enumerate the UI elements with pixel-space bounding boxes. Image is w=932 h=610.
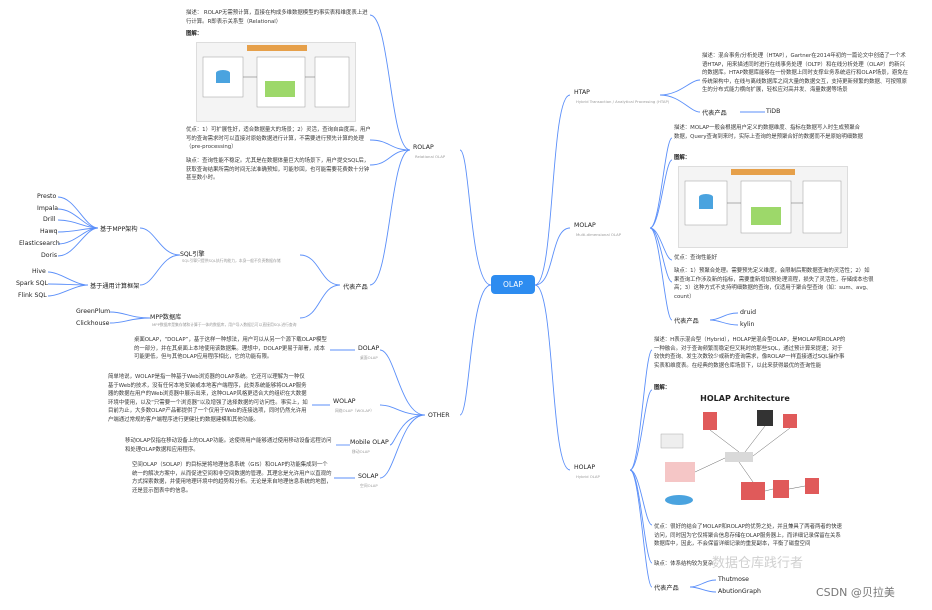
- product-druid[interactable]: druid: [740, 309, 757, 316]
- product-abutiongraph[interactable]: AbutionGraph: [718, 588, 761, 595]
- molap-diagram-icon: [684, 169, 842, 234]
- rolap-cons: 缺点：查询性能不稳定。尤其是在数据体量巨大的场景下，用户提交SQL后，获取查询结…: [186, 158, 370, 182]
- other-mobile-olap-title[interactable]: Mobile OLAP: [350, 439, 389, 446]
- mpp-database-node[interactable]: MPP数据库: [150, 314, 182, 321]
- product-spark-sql[interactable]: Spark SQL: [16, 280, 48, 287]
- root-node-olap[interactable]: OLAP: [491, 275, 535, 294]
- molap-description: 描述：MOLAP一般会根据用户定义的数据维度、指标在数据写入时生成预聚合数据，Q…: [674, 125, 863, 140]
- molap-representative-products[interactable]: 代表产品: [674, 318, 699, 325]
- rolap-description: 描述： ROLAP无需预计算，直接在构成多维数据模型的事实表和维度表上进行计算。…: [186, 10, 368, 25]
- molap-figure-label: 图解：: [674, 155, 691, 161]
- product-thutmose[interactable]: Thutmose: [718, 576, 749, 583]
- branch-htap-title[interactable]: HTAP: [574, 89, 590, 96]
- other-solap-title[interactable]: SOLAP: [358, 473, 379, 480]
- product-drill[interactable]: Drill: [43, 216, 56, 223]
- other-solap-subtitle: 空间OLAP: [360, 483, 378, 488]
- molap-pros: 优点：查询性能好: [674, 255, 718, 261]
- mpp-database-note: MPP数据库是集存储和计算于一体的数据库，用户导入数据后可以直接用SQL进行查询: [152, 322, 297, 327]
- rolap-figure-label: 图解：: [186, 31, 203, 37]
- mpp-architecture-node[interactable]: 基于MPP架构: [100, 226, 138, 233]
- holap-diagram-icon: [660, 410, 819, 505]
- holap-representative-products[interactable]: 代表产品: [654, 585, 679, 592]
- product-kylin[interactable]: kylin: [740, 321, 755, 328]
- branch-holap-title[interactable]: HOLAP: [574, 464, 596, 471]
- product-hawq[interactable]: Hawq: [40, 228, 58, 235]
- other-dolap-subtitle: 桌面OLAP: [360, 355, 378, 360]
- rolap-architecture-figure: [196, 42, 356, 122]
- watermark: 数据仓库践行者: [712, 556, 804, 571]
- htap-description: 描述：混合事务/分析处理（HTAP），Gartner在2014年初的一篇论文中创…: [702, 53, 909, 94]
- rolap-representative-products[interactable]: 代表产品: [343, 284, 368, 291]
- sql-engine-node[interactable]: SQL引擎: [180, 251, 205, 258]
- other-solap-description: 空间OLAP（SOLAP）的目标是将地理信息系统（GIS）和OLAP的功能集成到…: [132, 462, 332, 494]
- other-wolap-title[interactable]: WOLAP: [333, 398, 356, 405]
- molap-cons: 缺点：1）预聚合处理。需要预先定义维度，会限制后期数据查询的灵活性；2）如果查询…: [674, 268, 874, 300]
- holap-architecture-title: HOLAP Architecture: [700, 394, 790, 403]
- product-hive[interactable]: Hive: [32, 268, 46, 275]
- product-greenplum[interactable]: GreenPlum: [76, 308, 111, 315]
- branch-molap-title[interactable]: MOLAP: [574, 222, 596, 229]
- sql-engine-note: SQL引擎只提供SQL执行的能力，本身一般不负责数据存储: [182, 258, 281, 263]
- product-impala[interactable]: Impala: [37, 205, 59, 212]
- product-doris[interactable]: Doris: [41, 252, 58, 259]
- branch-htap-subtitle: Hybrid Transaction / Analytical Processi…: [576, 99, 670, 104]
- product-elasticsearch[interactable]: Elasticsearch: [19, 240, 60, 247]
- rolap-diagram-icon: [202, 45, 350, 108]
- product-tidb[interactable]: TiDB: [766, 108, 781, 115]
- branch-other-title[interactable]: OTHER: [428, 412, 450, 419]
- holap-figure-label: 图解：: [654, 385, 671, 391]
- molap-architecture-figure: [678, 166, 848, 248]
- branch-rolap-title[interactable]: ROLAP: [413, 144, 434, 151]
- product-presto[interactable]: Presto: [37, 193, 57, 200]
- other-wolap-description: 简单地说，WOLAP是指一种基于Web浏览器的OLAP系统。它还可以理解为一种仅…: [108, 374, 308, 423]
- other-wolap-subtitle: 网络OLAP（WOLAP）: [335, 408, 375, 413]
- product-flink-sql[interactable]: Flink SQL: [18, 292, 47, 299]
- product-clickhouse[interactable]: Clickhouse: [76, 320, 110, 327]
- htap-representative-products[interactable]: 代表产品: [702, 110, 727, 117]
- holap-architecture-figure: HOLAP Architecture: [655, 394, 835, 516]
- branch-molap-subtitle: Multi-dimensional OLAP: [576, 232, 621, 237]
- other-dolap-description: 桌面OLAP，“DOLAP”，基于这样一种想法，用户可以从另一个源下载OLAP模…: [134, 337, 327, 361]
- other-mobile-olap-description: 移动OLAP仅指在移动设备上的OLAP功能。这使得用户能够通过使用移动设备远程访…: [125, 438, 332, 453]
- other-dolap-title[interactable]: DOLAP: [358, 345, 380, 352]
- rolap-pros: 优点：1）可扩展性好，适合数据量大的场景；2）灵活，查询自由度高，用户写的查询需…: [186, 127, 371, 151]
- holap-cons: 缺点：体系结构较为复杂: [654, 561, 714, 567]
- other-mobile-olap-subtitle: 移动OLAP: [352, 449, 370, 454]
- branch-rolap-subtitle: Relational OLAP: [415, 154, 446, 159]
- holap-pros: 优点：很好的结合了MOLAP和ROLAP的优势之处，并且兼具了两者两者的快速访问…: [654, 524, 842, 548]
- csdn-credit: CSDN @贝拉美: [816, 586, 895, 599]
- branch-holap-subtitle: Hybrid OLAP: [576, 474, 600, 479]
- general-framework-node[interactable]: 基于通用计算框架: [90, 283, 140, 290]
- holap-description: 描述：H表示混合型（Hybrid），HOLAP是混合型OLAP，是MOLAP和R…: [654, 337, 846, 369]
